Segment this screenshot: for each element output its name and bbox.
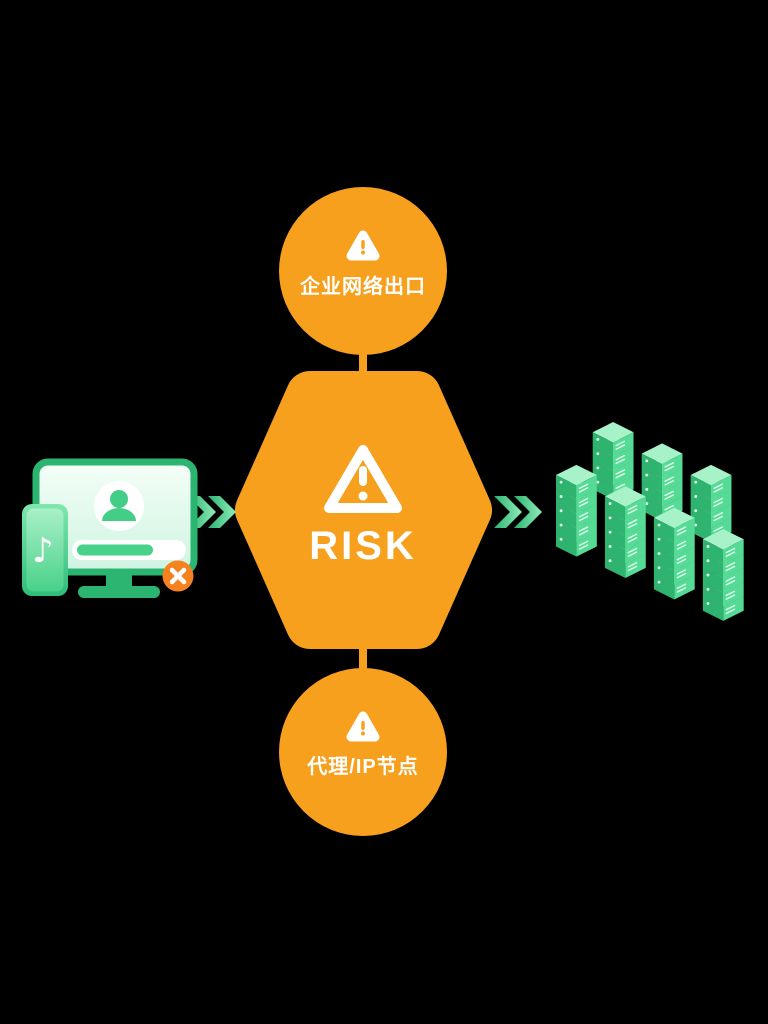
server-tower (653, 506, 696, 601)
server-cluster-icon (555, 421, 745, 622)
server-tower (555, 464, 598, 558)
user-device-illustration: ♪ (22, 458, 198, 598)
bottom-node-label: 代理/IP节点 (307, 756, 419, 778)
server-tower (702, 528, 745, 622)
top-node-circle (279, 187, 447, 355)
user-avatar-icon (94, 481, 144, 531)
warning-triangle-icon (346, 711, 380, 742)
error-x-badge-icon (162, 560, 194, 592)
connector-top (359, 348, 367, 380)
screen-input-bar (72, 540, 186, 560)
bottom-node-circle (279, 668, 447, 836)
warning-triangle-icon (346, 230, 380, 261)
top-node-label: 企业网络出口 (300, 276, 426, 298)
server-tower (604, 485, 647, 579)
risk-label: RISK (309, 524, 417, 568)
phone-icon: ♪ (22, 504, 68, 596)
warning-triangle-icon (324, 445, 402, 513)
connector-bottom (359, 644, 367, 676)
music-note-icon: ♪ (32, 531, 54, 571)
double-chevron-right-icon (494, 496, 542, 528)
